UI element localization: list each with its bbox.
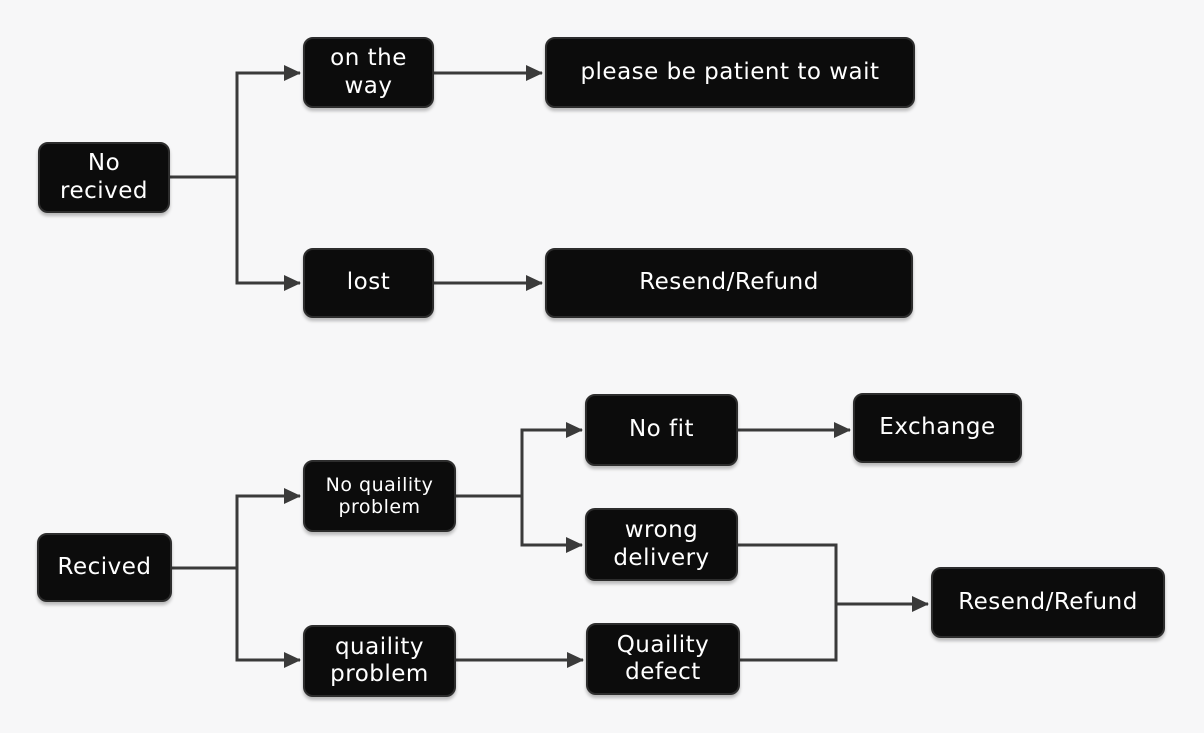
node-quality-problem: quaility problem (303, 625, 456, 697)
node-wrong-delivery: wrong delivery (585, 508, 738, 581)
node-lost: lost (303, 248, 434, 318)
node-please-be-patient: please be patient to wait (545, 37, 915, 108)
connector-no-recived-to-lost (235, 177, 301, 291)
connector-recived-to-no-quality-problem (172, 488, 301, 570)
node-quality-defect: Quaility defect (586, 623, 740, 695)
connector-no-quality-problem-to-no-fit (456, 422, 583, 498)
connector-no-recived-to-on-the-way (170, 65, 301, 179)
node-no-fit: No fit (585, 394, 738, 466)
node-exchange: Exchange (853, 393, 1022, 463)
node-recived: Recived (37, 533, 172, 602)
node-resend-refund-top: Resend/Refund (545, 248, 913, 318)
node-no-quality-problem: No quaility problem (303, 460, 456, 532)
node-on-the-way: on the way (303, 37, 434, 108)
connector-no-quality-problem-to-wrong-delivery (520, 496, 583, 553)
node-resend-refund-bottom: Resend/Refund (931, 567, 1165, 638)
connector-recived-to-quality-problem (235, 568, 301, 668)
connector-merge-wrong-delivery-quality-defect (738, 543, 838, 662)
node-no-recived: No recived (38, 142, 170, 213)
